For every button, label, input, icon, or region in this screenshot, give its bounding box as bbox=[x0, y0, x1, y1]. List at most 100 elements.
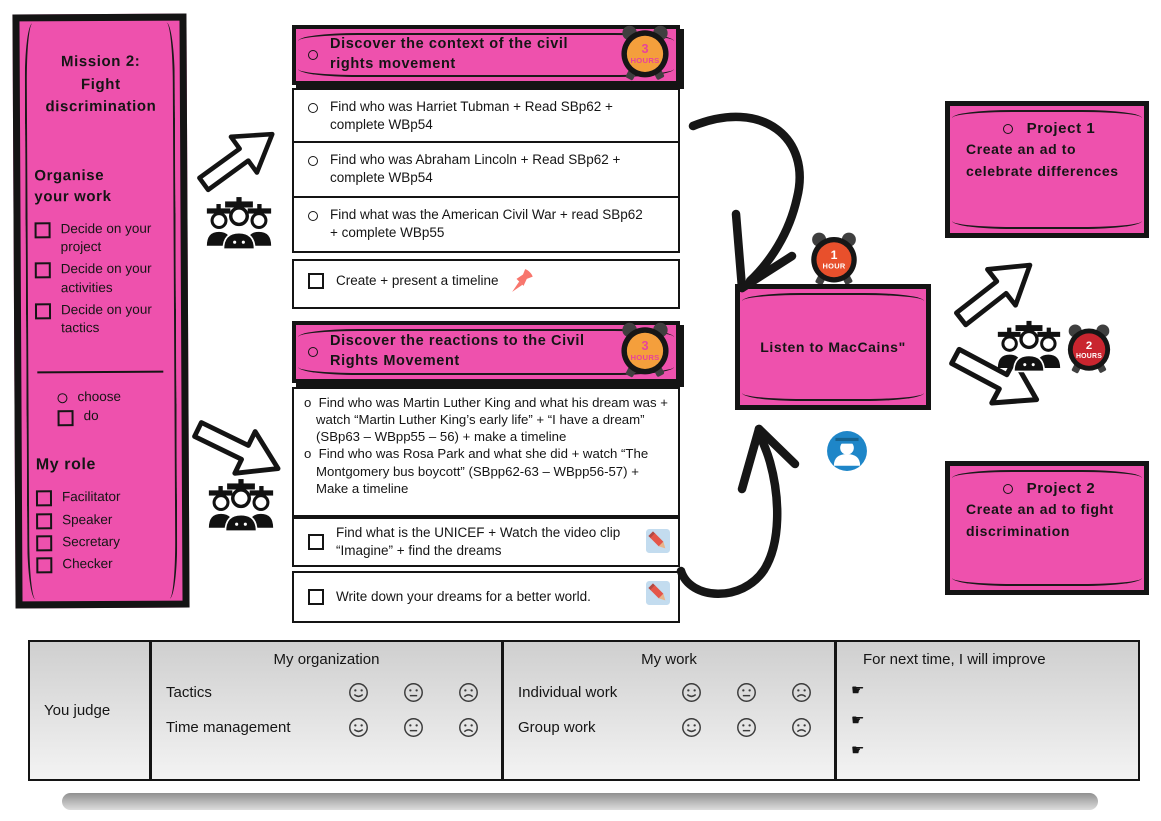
project1-description: Create an ad to celebrate differences bbox=[966, 141, 1119, 179]
organise-item: Decide on your activities bbox=[34, 260, 169, 297]
dreams-task-row: Write down your dreams for a better worl… bbox=[292, 571, 680, 623]
checkbox-icon[interactable] bbox=[36, 557, 53, 574]
table-row: Time management bbox=[152, 717, 501, 738]
table-row: Individual work bbox=[504, 682, 834, 703]
table-row: Group work bbox=[504, 717, 834, 738]
pencil-icon bbox=[646, 581, 670, 605]
happy-face-icon[interactable] bbox=[348, 717, 369, 738]
work-group: My work Individual work Group work bbox=[504, 642, 837, 779]
organise-item-label: Decide on your activities bbox=[60, 261, 152, 295]
block-arrow-icon bbox=[954, 262, 1033, 328]
organise-item-label: Decide on your tactics bbox=[60, 301, 152, 336]
svg-text:HOURS: HOURS bbox=[1076, 353, 1102, 360]
task-text: Find who was Martin Luther King and what… bbox=[316, 395, 668, 445]
task-text: Find who was Abraham Lincoln + Read SBp6… bbox=[330, 152, 621, 186]
organise-heading-line2: your work bbox=[34, 188, 112, 206]
neutral-face-icon[interactable] bbox=[403, 682, 424, 703]
checkbox-icon[interactable] bbox=[308, 589, 324, 605]
circle-bullet-icon bbox=[1002, 484, 1013, 494]
project2-title-row: Project 2 bbox=[966, 480, 1132, 497]
timeline-task-row: Create + present a timeline bbox=[292, 259, 680, 309]
judge-row-header: You judge bbox=[44, 702, 111, 719]
checkbox-icon[interactable] bbox=[308, 534, 324, 550]
project1-title: Project 1 bbox=[1026, 120, 1096, 137]
task-text: Find what was the American Civil War + r… bbox=[330, 207, 643, 241]
context-section-header: Discover the context of the civil rights… bbox=[292, 25, 680, 85]
checkbox-icon bbox=[57, 410, 74, 427]
circle-bullet-icon bbox=[57, 393, 68, 404]
page-shadow bbox=[62, 793, 1098, 810]
role-checklist: Facilitator Speaker Secretary Checker bbox=[35, 488, 170, 574]
role-heading: My role bbox=[35, 456, 97, 474]
bullet-task: o Find who was Martin Luther King and wh… bbox=[304, 395, 668, 445]
listen-label: Listen to MacCains" bbox=[760, 339, 906, 355]
happy-face-icon[interactable] bbox=[348, 682, 369, 703]
pointing-hand-icon: ☛ bbox=[851, 682, 865, 699]
happy-face-icon[interactable] bbox=[681, 717, 702, 738]
project2-box: Project 2 Create an ad to fight discrimi… bbox=[945, 461, 1149, 595]
neutral-face-icon[interactable] bbox=[403, 717, 424, 738]
context-heading: Discover the context of the civil rights… bbox=[330, 36, 569, 72]
sad-face-icon[interactable] bbox=[458, 682, 479, 703]
neutral-face-icon[interactable] bbox=[736, 717, 757, 738]
project1-box: Project 1 Create an ad to celebrate diff… bbox=[945, 101, 1149, 238]
marker-legend: choose do bbox=[35, 389, 169, 427]
curved-arrow-up-icon bbox=[676, 424, 800, 598]
role-label: Facilitator bbox=[61, 489, 121, 505]
sad-face-icon[interactable] bbox=[791, 682, 812, 703]
table-row: Tactics bbox=[152, 682, 501, 703]
row-label: Group work bbox=[518, 719, 596, 736]
checkbox-icon[interactable] bbox=[34, 262, 51, 279]
legend-choose-label: choose bbox=[77, 389, 122, 405]
divider bbox=[37, 370, 164, 374]
role-item: Checker bbox=[36, 555, 170, 574]
graduates-group-icon bbox=[206, 197, 272, 251]
unicef-task-row: Find what is the UNICEF + Watch the vide… bbox=[292, 517, 680, 567]
circle-bullet-icon bbox=[1002, 124, 1013, 134]
svg-text:2: 2 bbox=[1086, 340, 1092, 352]
graduates-group-icon bbox=[997, 320, 1061, 373]
checkbox-icon[interactable] bbox=[34, 303, 52, 320]
organization-title: My organization bbox=[273, 651, 380, 668]
sad-face-icon[interactable] bbox=[458, 717, 479, 738]
task-text: Find what is the UNICEF + Watch the vide… bbox=[336, 524, 621, 558]
organise-heading: Organise your work bbox=[34, 164, 168, 208]
task-text: Find who was Harriet Tubman + Read SBp62… bbox=[330, 99, 613, 133]
svg-text:HOUR: HOUR bbox=[823, 262, 846, 271]
role-item: Facilitator bbox=[35, 488, 170, 507]
curved-arrow-down-icon bbox=[688, 112, 804, 293]
project2-title: Project 2 bbox=[1026, 480, 1096, 497]
work-title: My work bbox=[641, 651, 697, 668]
role-item: Speaker bbox=[36, 510, 170, 529]
sad-face-icon[interactable] bbox=[791, 717, 812, 738]
checkbox-icon[interactable] bbox=[35, 490, 53, 507]
legend-do-label: do bbox=[83, 408, 99, 424]
checkbox-icon[interactable] bbox=[36, 535, 53, 552]
alarm-clock-1-hour-icon: 1 HOUR bbox=[811, 232, 857, 286]
circle-bullet-icon bbox=[308, 347, 318, 357]
block-arrow-icon bbox=[192, 420, 281, 476]
organise-item: Decide on your tactics bbox=[34, 301, 169, 338]
happy-face-icon[interactable] bbox=[681, 682, 702, 703]
checkbox-icon[interactable] bbox=[36, 512, 53, 529]
improve-title: For next time, I will improve bbox=[863, 651, 1046, 668]
project2-description: Create an ad to fight discrimination bbox=[966, 501, 1114, 539]
svg-text:HOURS: HOURS bbox=[630, 353, 659, 362]
reactions-heading: Discover the reactions to the Civil Righ… bbox=[330, 333, 585, 369]
judge-table: You judge My organization Tactics Time m… bbox=[28, 640, 1140, 781]
checkbox-icon[interactable] bbox=[308, 273, 324, 289]
role-label: Speaker bbox=[62, 511, 113, 527]
graduate-person-icon bbox=[827, 431, 867, 471]
organise-checklist: Decide on your project Decide on your ac… bbox=[34, 220, 170, 338]
checkbox-icon[interactable] bbox=[34, 222, 51, 239]
task-row: Find who was Abraham Lincoln + Read SBp6… bbox=[292, 141, 680, 198]
neutral-face-icon[interactable] bbox=[736, 682, 757, 703]
svg-text:3: 3 bbox=[641, 42, 648, 56]
pointing-hand-icon: ☛ bbox=[851, 712, 865, 729]
role-label: Checker bbox=[62, 555, 113, 572]
mission-title: Mission 2: Fight discrimination bbox=[34, 51, 168, 119]
organization-group: My organization Tactics Time management bbox=[152, 642, 504, 779]
role-item: Secretary bbox=[36, 532, 170, 552]
mission-panel: Mission 2: Fight discrimination Organise… bbox=[12, 13, 190, 609]
judge-row-header-cell: You judge bbox=[30, 642, 152, 779]
